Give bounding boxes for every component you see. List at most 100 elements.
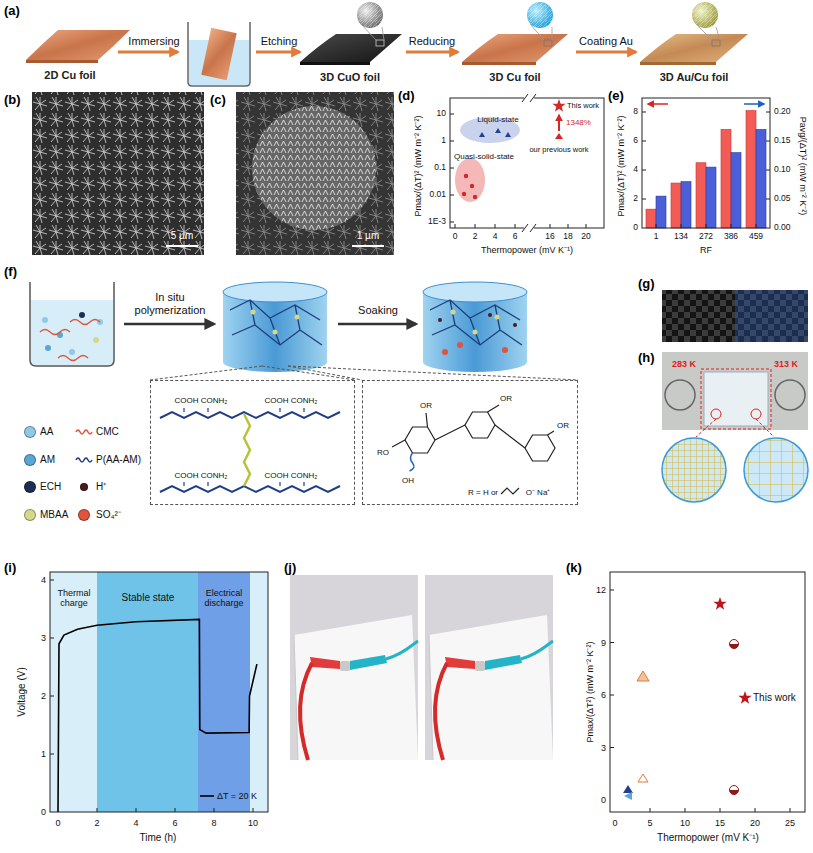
legend-swatch: [24, 454, 36, 466]
hydrogel-cylinder: [223, 282, 327, 372]
legend-sample: [200, 795, 214, 797]
tick-label: 2: [94, 818, 99, 828]
chart-i: [50, 572, 268, 812]
process-arrow: [256, 51, 300, 54]
carbon-fabric-photo: [662, 290, 808, 342]
annotation: 283 K: [672, 359, 696, 369]
cu-foil-2d: [26, 60, 98, 63]
chart-e: [731, 153, 741, 228]
axis-title: RF: [700, 245, 712, 255]
chart-i: [50, 572, 268, 812]
paa-am-structure: [160, 408, 340, 492]
tick-label: 25: [785, 818, 795, 828]
sem-image: [32, 92, 204, 255]
step-label: 3D Au/Cu foil: [660, 71, 729, 84]
step-label: 3D Cu foil: [489, 71, 540, 84]
ion-dots: [513, 323, 517, 327]
hydrogel-photo: [662, 438, 726, 502]
beaker: [79, 312, 85, 318]
step-label: Etching: [261, 35, 298, 48]
process-arrow: [576, 51, 636, 54]
tick-label: 18: [563, 232, 572, 242]
beaker: [42, 317, 48, 323]
tick-label: 4: [133, 818, 138, 828]
chart-d: [470, 184, 474, 188]
chart-d: [450, 98, 604, 228]
tick-label: 4: [41, 575, 46, 585]
legend-swatch: [74, 452, 94, 468]
tick-label: 3: [41, 633, 46, 643]
panel-letter: (a): [4, 4, 20, 19]
legend-label: CMC: [96, 426, 119, 438]
sem-image: [236, 92, 394, 255]
tick-label: 1: [654, 232, 659, 242]
legend-label: ECH: [40, 481, 61, 493]
cmc-structure: [501, 488, 519, 494]
ion-dots: [442, 349, 448, 355]
tick-label: 5: [647, 818, 652, 828]
tick-label: 9: [601, 637, 606, 647]
device-photo: [425, 575, 553, 760]
chart-e: [648, 103, 668, 105]
tick-label: 1E-3: [428, 217, 446, 227]
chemical-group-label: O⁻ Na⁺: [526, 488, 551, 497]
au-cu-foil-3d: [712, 40, 720, 46]
legend-label: AA: [40, 426, 53, 438]
axis-title: Pavg/(ΔT)² (mW m⁻² K⁻²): [798, 117, 808, 216]
tick-label: 0.15: [774, 136, 791, 146]
zoom-leader: [150, 366, 578, 380]
beaker: [93, 337, 99, 343]
cu-foil-3d: [527, 2, 553, 28]
tick-label: 6: [172, 818, 177, 828]
chart-k: [730, 640, 739, 649]
tick-label: 3: [601, 742, 606, 752]
panel-letter: (h): [638, 351, 655, 366]
cmc-structure: [405, 427, 435, 453]
au-cu-foil-3d: [640, 2, 748, 65]
tick-label: 8: [211, 818, 216, 828]
chart-i: [198, 572, 250, 812]
process-arrow: [118, 51, 178, 54]
au-cu-foil-3d: [640, 62, 716, 65]
chart-d: [552, 99, 565, 112]
legend-sample: [738, 691, 751, 704]
legend-swatch: [735, 690, 755, 706]
ion-dots: [502, 347, 508, 353]
carbon-fabric-photo: [662, 290, 808, 342]
tick-label: 0.05: [774, 194, 791, 204]
panel-letter: (j): [284, 561, 296, 576]
axis-title: Pmax/(ΔT²) (mW m⁻² K⁻²): [585, 642, 595, 743]
cu-foil-3d: [462, 2, 568, 65]
chemical-group-label: COOH CONH₂: [265, 396, 318, 405]
process-arrow: [338, 323, 416, 326]
tick-label: 2: [41, 691, 46, 701]
step-label: Immersing: [128, 35, 179, 48]
annotation: our previous work: [529, 146, 588, 155]
tick-label: 0.1: [434, 163, 446, 173]
hydrogel-photo: [665, 380, 695, 410]
tick-label: 0.01: [429, 190, 446, 200]
chart-d: [464, 174, 468, 178]
chart-k: [610, 572, 805, 812]
step-label: Coating Au: [579, 35, 633, 48]
cuo-foil-3d: [376, 40, 384, 46]
chart-i: [58, 619, 257, 812]
hydrogel-photo: [751, 409, 761, 419]
step-label: Reducing: [409, 35, 455, 48]
tick-label: 2: [473, 232, 478, 242]
annotation: 1348%: [566, 118, 591, 127]
panel-letter: (k): [566, 561, 582, 576]
tick-label: 0: [612, 818, 617, 828]
tick-label: 10: [680, 818, 690, 828]
chart-d: [522, 94, 536, 232]
sem-image: [236, 92, 394, 255]
chart-d: [462, 192, 466, 196]
sem-image: [236, 92, 394, 255]
ion-dots: [488, 313, 492, 317]
legend-swatch: [78, 509, 90, 521]
paa-am-structure: [160, 412, 340, 418]
step-label: In situ polymerization: [124, 291, 216, 316]
chart-e: [721, 129, 731, 228]
chart-e: [706, 167, 716, 228]
cuo-foil-3d: [357, 2, 383, 28]
